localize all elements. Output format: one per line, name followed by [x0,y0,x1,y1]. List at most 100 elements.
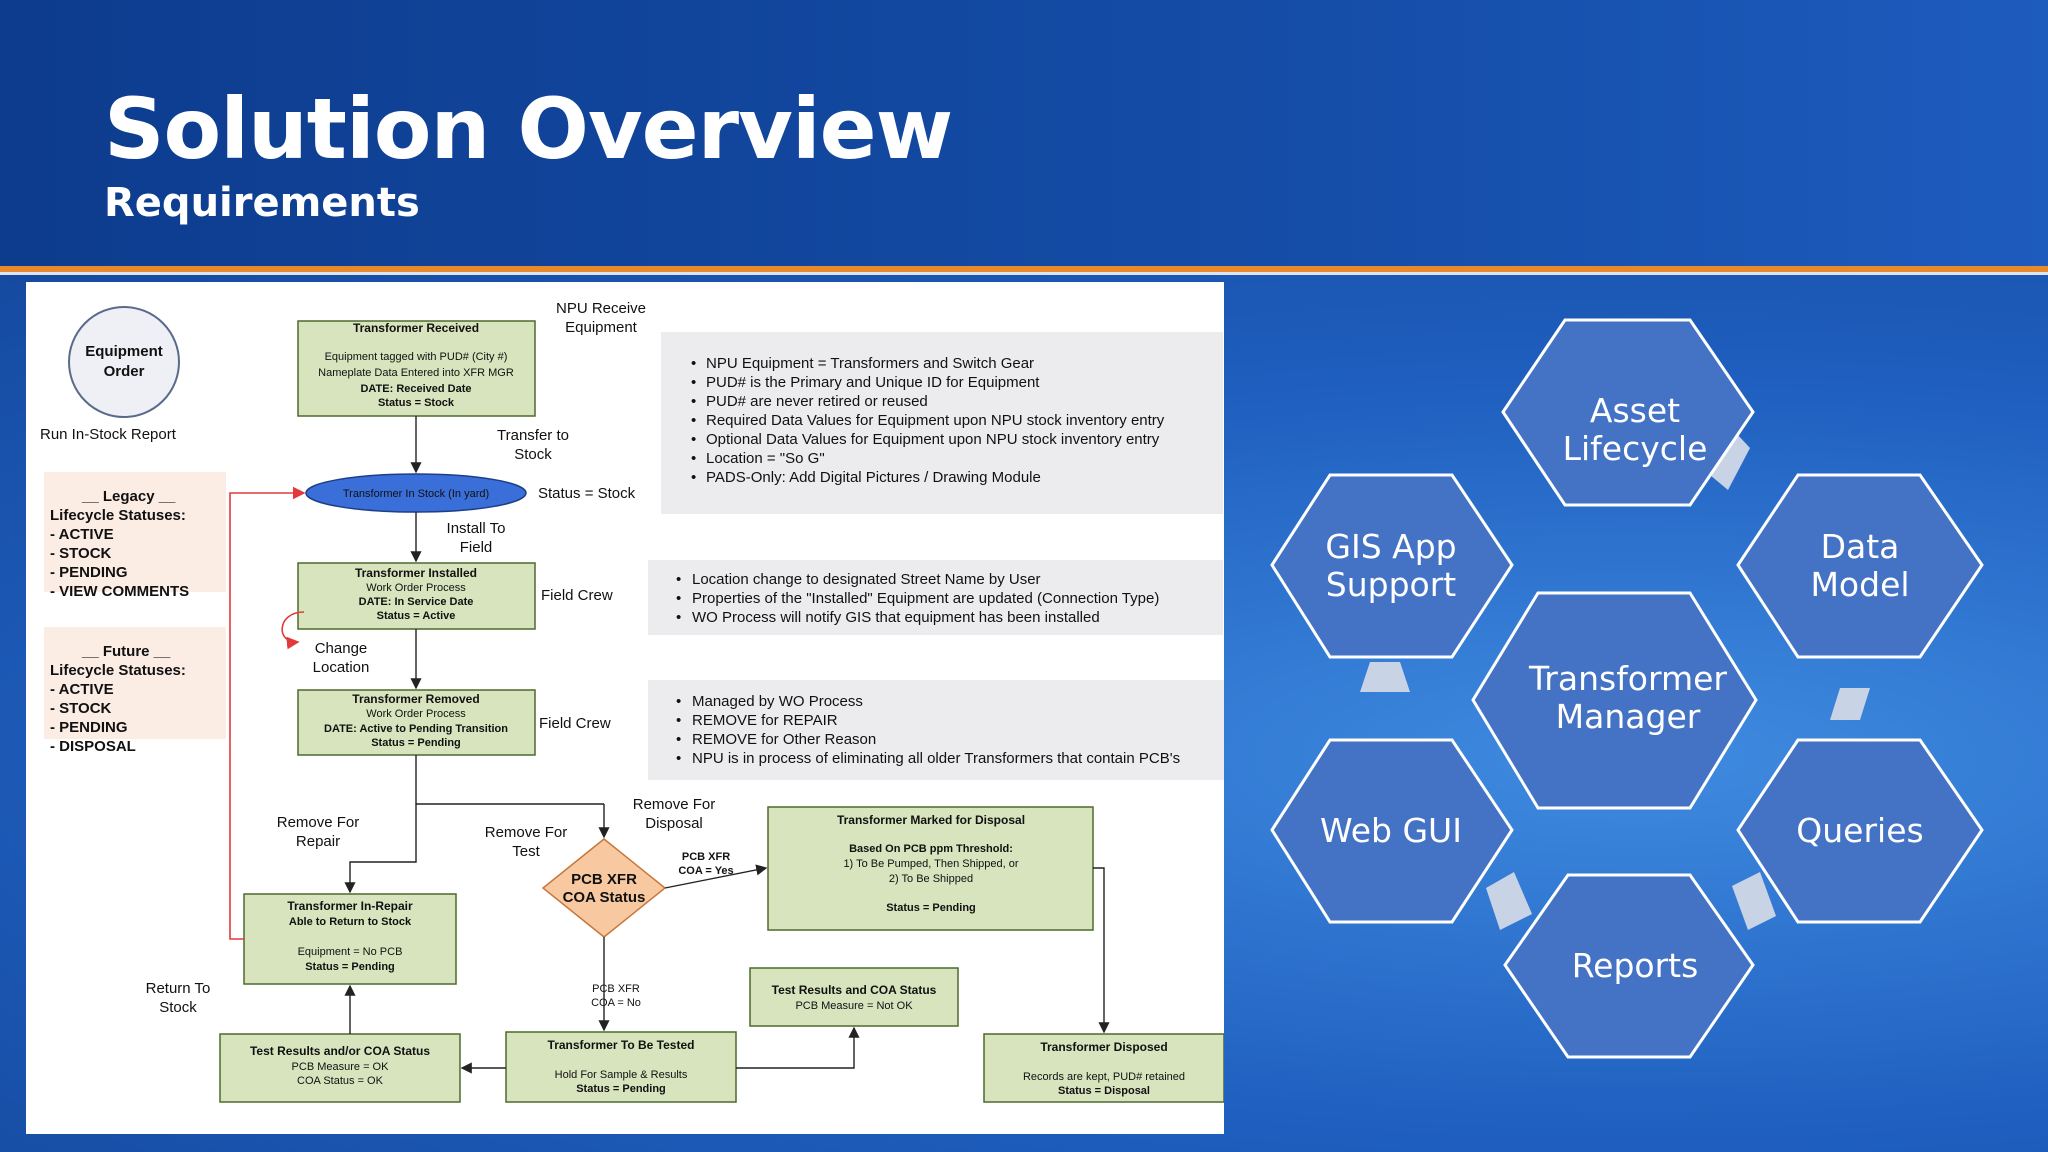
test-not-ok-box [749,967,959,1027]
marked-disposal-box [767,806,1094,931]
to-be-tested-title: Transformer To Be Tested [548,1038,695,1052]
pcb-no-line2: COA = No [591,997,641,1009]
return-stock-line1: Return To [146,980,211,997]
install-field-line2: Field [460,539,493,556]
hex-tm-line2: Manager [1556,697,1701,736]
notes1-bullet: • [691,374,696,391]
test-ok-line2: COA Status = OK [297,1075,384,1087]
in-repair-box [243,893,457,985]
notes-block-3 [648,680,1224,780]
notes3-item-2: REMOVE for REPAIR [692,712,838,729]
notes1-bullet: • [691,412,696,429]
in-repair-line3: Status = Pending [305,961,395,973]
legacy-subtitle: Lifecycle Statuses: [50,507,186,524]
transfer-stock-line1: Transfer to [497,427,569,444]
notes1-item-5: Optional Data Values for Equipment upon … [706,431,1160,448]
in-repair-title: Transformer In-Repair [287,899,413,913]
slide-subtitle: Requirements [104,180,420,226]
hex-shape [1471,591,1758,810]
future-subtitle: Lifecycle Statuses: [50,662,186,679]
hex-queries[interactable]: Queries [1736,738,1984,924]
connector-queries-reports [1732,872,1776,930]
change-location-line2: Location [313,659,370,676]
equipment-order-line1: Equipment [85,343,163,360]
test-not-ok-title: Test Results and COA Status [772,983,937,997]
field-crew-label-2: Field Crew [539,715,611,732]
slide-title: Solution Overview [104,80,953,178]
orange-divider [0,266,2048,272]
notes3-item-4: NPU is in process of eliminating all old… [692,750,1180,767]
connector-web-reports [1486,872,1532,930]
hex-data-line1: Data [1821,527,1900,566]
transformer-received-box [297,320,536,417]
future-statuses-block [44,627,226,739]
legacy-statuses-block [44,472,226,592]
test-ok-title: Test Results and/or COA Status [250,1044,430,1058]
marked-disposal-line4: Status = Pending [886,902,976,914]
hex-web-gui-label: Web GUI [1320,811,1462,850]
notes1-item-1: NPU Equipment = Transformers and Switch … [706,355,1034,372]
test-ok-line1: PCB Measure = OK [292,1061,390,1073]
notes1-bullet: • [691,450,696,467]
install-field-line1: Install To [447,520,506,537]
test-ok-box [219,1033,461,1103]
notes3-bullet: • [676,712,681,729]
transfer-stock-line2: Stock [514,446,552,463]
received-line1: Equipment tagged with PUD# (City #) [325,351,508,363]
future-item-1: - ACTIVE [50,681,114,698]
remove-disposal-line1: Remove For [633,796,716,813]
hex-reports[interactable]: Reports [1503,873,1755,1059]
in-repair-line1: Able to Return to Stock [289,916,412,928]
to-be-tested-line2: Status = Pending [576,1083,666,1095]
notes1-item-7: PADS-Only: Add Digital Pictures / Drawin… [706,469,1041,486]
remove-disposal-line2: Disposal [645,815,703,832]
notes3-item-1: Managed by WO Process [692,693,863,710]
notes-block-1 [661,332,1223,514]
marked-disposal-line1: Based On PCB ppm Threshold: [849,843,1013,855]
installed-title: Transformer Installed [355,566,477,580]
hex-web-gui[interactable]: Web GUI [1270,738,1514,924]
pcb-status-line2: COA Status [563,889,646,906]
svg-text:Based On PCB ppm Threshold:1): Based On PCB ppm Threshold: 1) To Be Pump… [843,843,1018,914]
equipment-order-node [68,306,180,418]
notes1-item-6: Location = "So G" [706,450,825,467]
notes2-bullet: • [676,590,681,607]
disposed-box [983,1033,1224,1103]
marked-disposal-line3: 2) To Be Shipped [889,873,973,885]
connector-data-queries [1830,688,1870,720]
remove-test-line2: Test [512,843,540,860]
svg-text:__ Future __ Lifecycle S: __ Future __ Lifecycle Statuses: - ACTIV… [50,643,190,755]
hex-connectors [1360,418,1870,930]
notes3-item-3: REMOVE for Other Reason [692,731,876,748]
notes2-item-2: Properties of the "Installed" Equipment … [692,590,1159,607]
npu-receive-line1: NPU Receive [556,300,646,317]
notes2-item-3: WO Process will notify GIS that equipmen… [692,609,1100,626]
received-title: Transformer Received [353,321,479,335]
marked-disposal-line2: 1) To Be Pumped, Then Shipped, or [843,858,1018,870]
removed-line1: Work Order Process [366,708,466,720]
installed-line2: DATE: In Service Date [359,596,474,608]
test-not-ok-line1: PCB Measure = Not OK [795,1000,913,1012]
field-crew-label-1: Field Crew [541,587,613,604]
legacy-item-2: - STOCK [50,545,112,562]
hex-data-line2: Model [1810,565,1909,604]
hex-gis-line1: GIS App [1325,527,1456,566]
notes1-item-3: PUD# are never retired or reused [706,393,928,410]
transformer-installed-box [297,562,536,630]
